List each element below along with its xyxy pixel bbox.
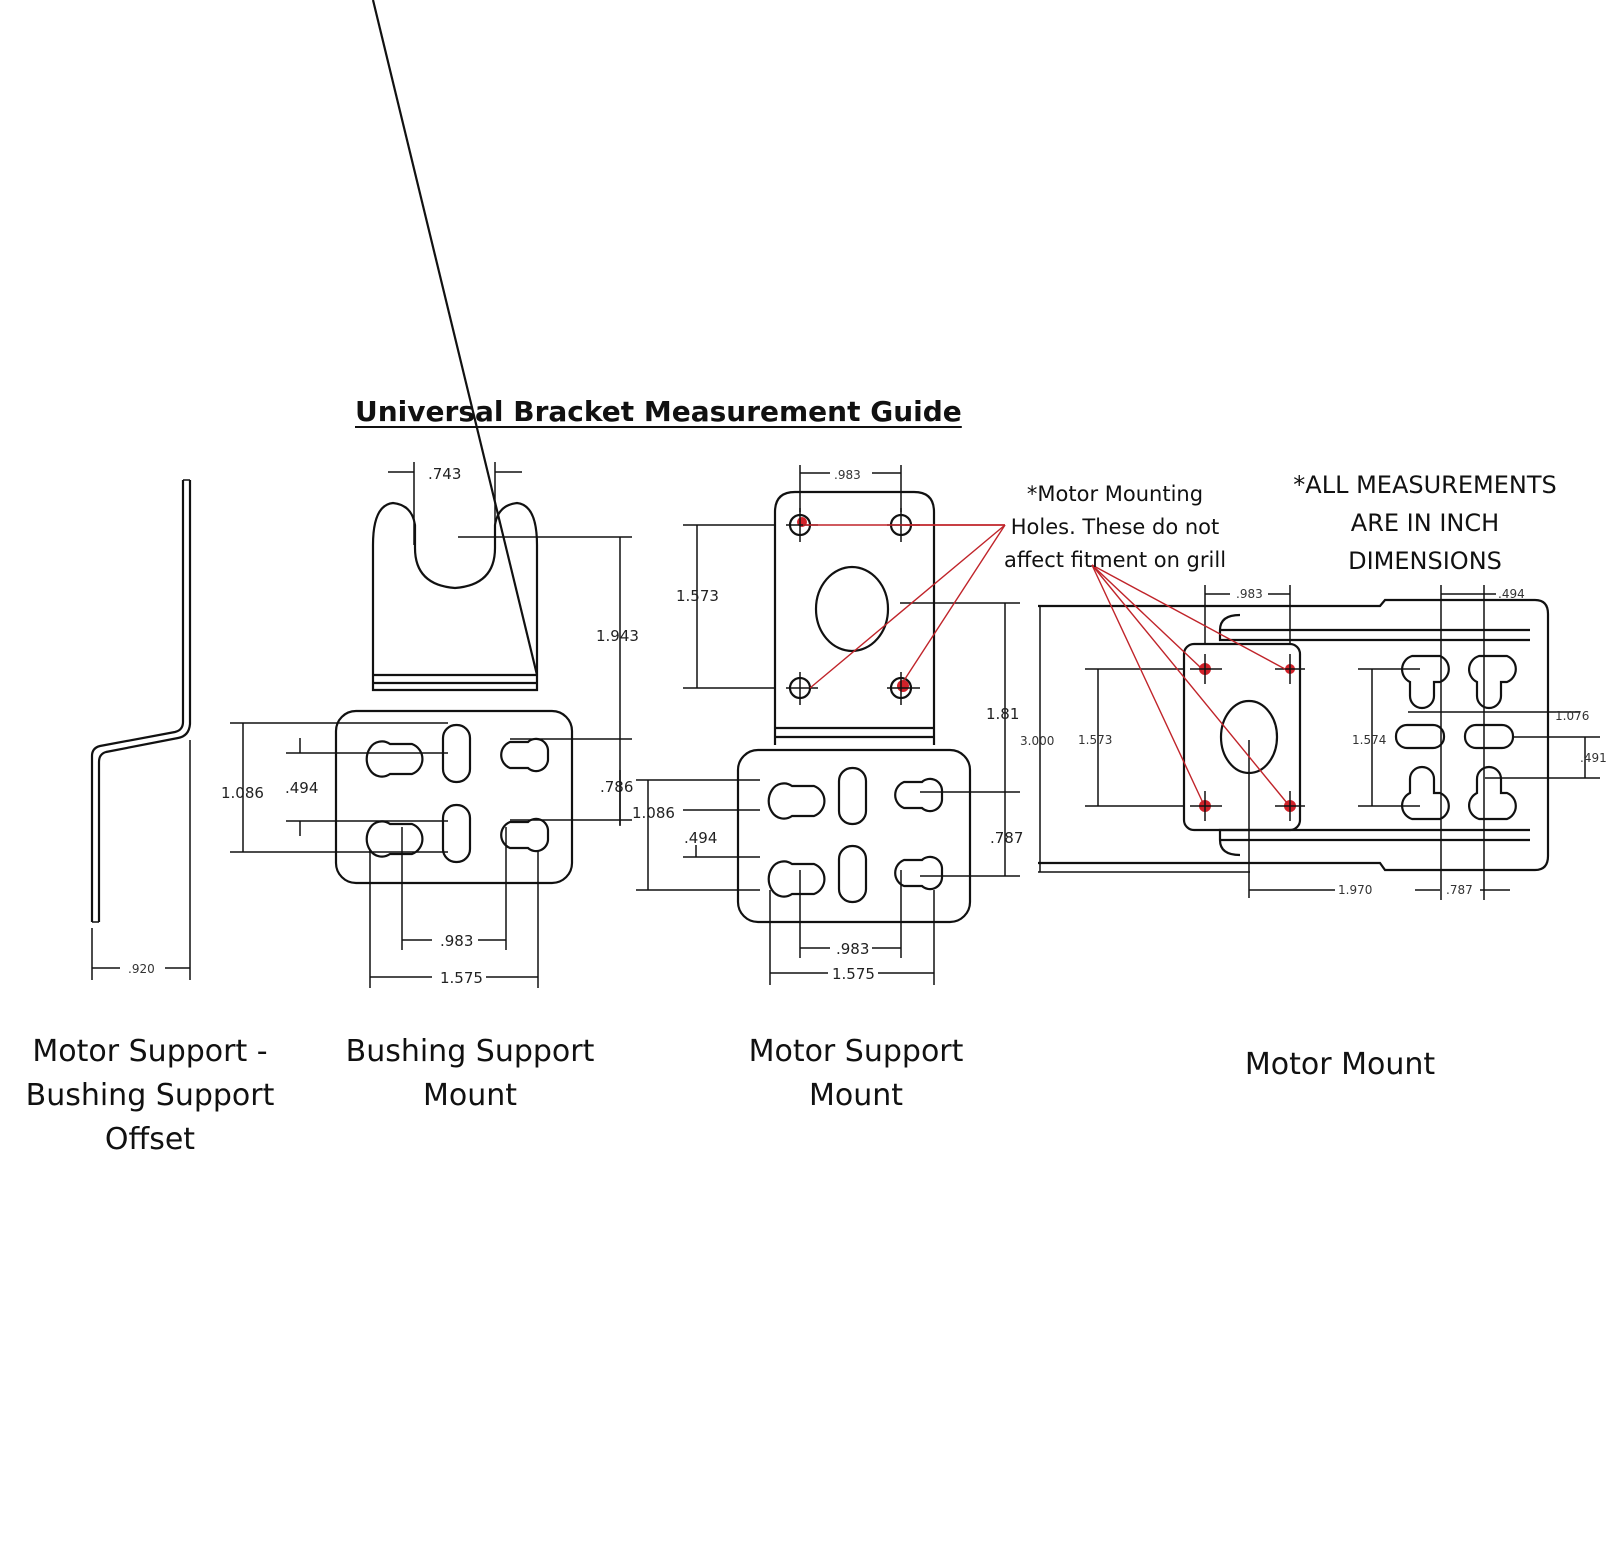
label-bushing-support-mount: Bushing Support Mount xyxy=(330,1030,610,1118)
label-motor-mount: Motor Mount xyxy=(1190,1043,1490,1087)
dim-983-motor-support: .983 xyxy=(836,940,869,958)
label-line: Motor Mount xyxy=(1244,1047,1436,1082)
motor-hole-callout-arrows xyxy=(803,524,1288,804)
dim-1970: 1.970 xyxy=(1338,883,1372,897)
dim-743: .743 xyxy=(428,465,461,483)
note-line-3: affect fitment on grill xyxy=(1003,548,1227,572)
units-line-3: DIMENSIONS xyxy=(1348,547,1502,575)
dim-1573: 1.573 xyxy=(676,587,719,605)
dim-787-motor-mount: .787 xyxy=(1446,883,1473,897)
label-line: Bushing Support xyxy=(25,1078,275,1113)
dim-1575-bushing: 1.575 xyxy=(440,969,483,987)
units-note: *ALL MEASUREMENTS ARE IN INCH DIMENSIONS xyxy=(1255,466,1595,580)
dim-1574: 1.574 xyxy=(1352,733,1386,747)
units-line-1: *ALL MEASUREMENTS xyxy=(1293,471,1557,499)
dim-1-81: 1.81 xyxy=(986,705,1019,723)
dim-1086-motor-support: 1.086 xyxy=(632,804,675,822)
dim-494-motor-support: .494 xyxy=(684,829,717,847)
dim-983-top: .983 xyxy=(834,468,861,482)
dim-1076: 1.076 xyxy=(1555,709,1589,723)
motor-holes-note: *Motor Mounting Holes. These do not affe… xyxy=(985,478,1245,577)
label-line: Motor Support - xyxy=(32,1034,268,1069)
note-line-2: Holes. These do not xyxy=(1010,515,1220,539)
label-line: Motor Support xyxy=(748,1034,964,1069)
dim-494-motor-mount: .494 xyxy=(1498,587,1525,601)
motor-mount-drawing: .983 .494 3.000 1.573 1.574 1.076 .491 1… xyxy=(1020,585,1607,900)
dim-1573-motor-mount: 1.573 xyxy=(1078,733,1112,747)
dim-983-motor-mount: .983 xyxy=(1236,587,1263,601)
note-line-1: *Motor Mounting xyxy=(1026,482,1204,506)
label-motor-support-mount: Motor Support Mount xyxy=(716,1030,996,1118)
label-motor-support-offset: Motor Support - Bushing Support Offset xyxy=(10,1030,290,1162)
label-line: Offset xyxy=(104,1122,196,1157)
dim-787-left: .787 xyxy=(990,829,1023,847)
offset-bracket-profile: .920 xyxy=(90,479,192,980)
dim-3000: 3.000 xyxy=(1020,734,1054,748)
dim-786: .786 xyxy=(600,778,633,796)
dim-491: .491 xyxy=(1580,751,1607,765)
motor-support-mount-drawing: .983 1.573 1.970 1.81 .787 1.086 .494 .9… xyxy=(619,465,1023,985)
label-line: Mount xyxy=(808,1078,904,1113)
dim-983-bushing: .983 xyxy=(440,932,473,950)
dim-1575-motor-support: 1.575 xyxy=(832,965,875,983)
dim-1086: 1.086 xyxy=(221,784,264,802)
dim-920: .920 xyxy=(128,962,155,976)
label-line: Mount xyxy=(422,1078,518,1113)
bushing-support-mount-drawing: .743 1.943 .786 1.086 .494 .983 1.575 xyxy=(221,0,639,988)
dim-494: .494 xyxy=(285,779,318,797)
units-line-2: ARE IN INCH xyxy=(1350,509,1500,537)
label-line: Bushing Support xyxy=(345,1034,595,1069)
page-title: Universal Bracket Measurement Guide xyxy=(355,395,962,428)
dim-1943: 1.943 xyxy=(596,627,639,645)
